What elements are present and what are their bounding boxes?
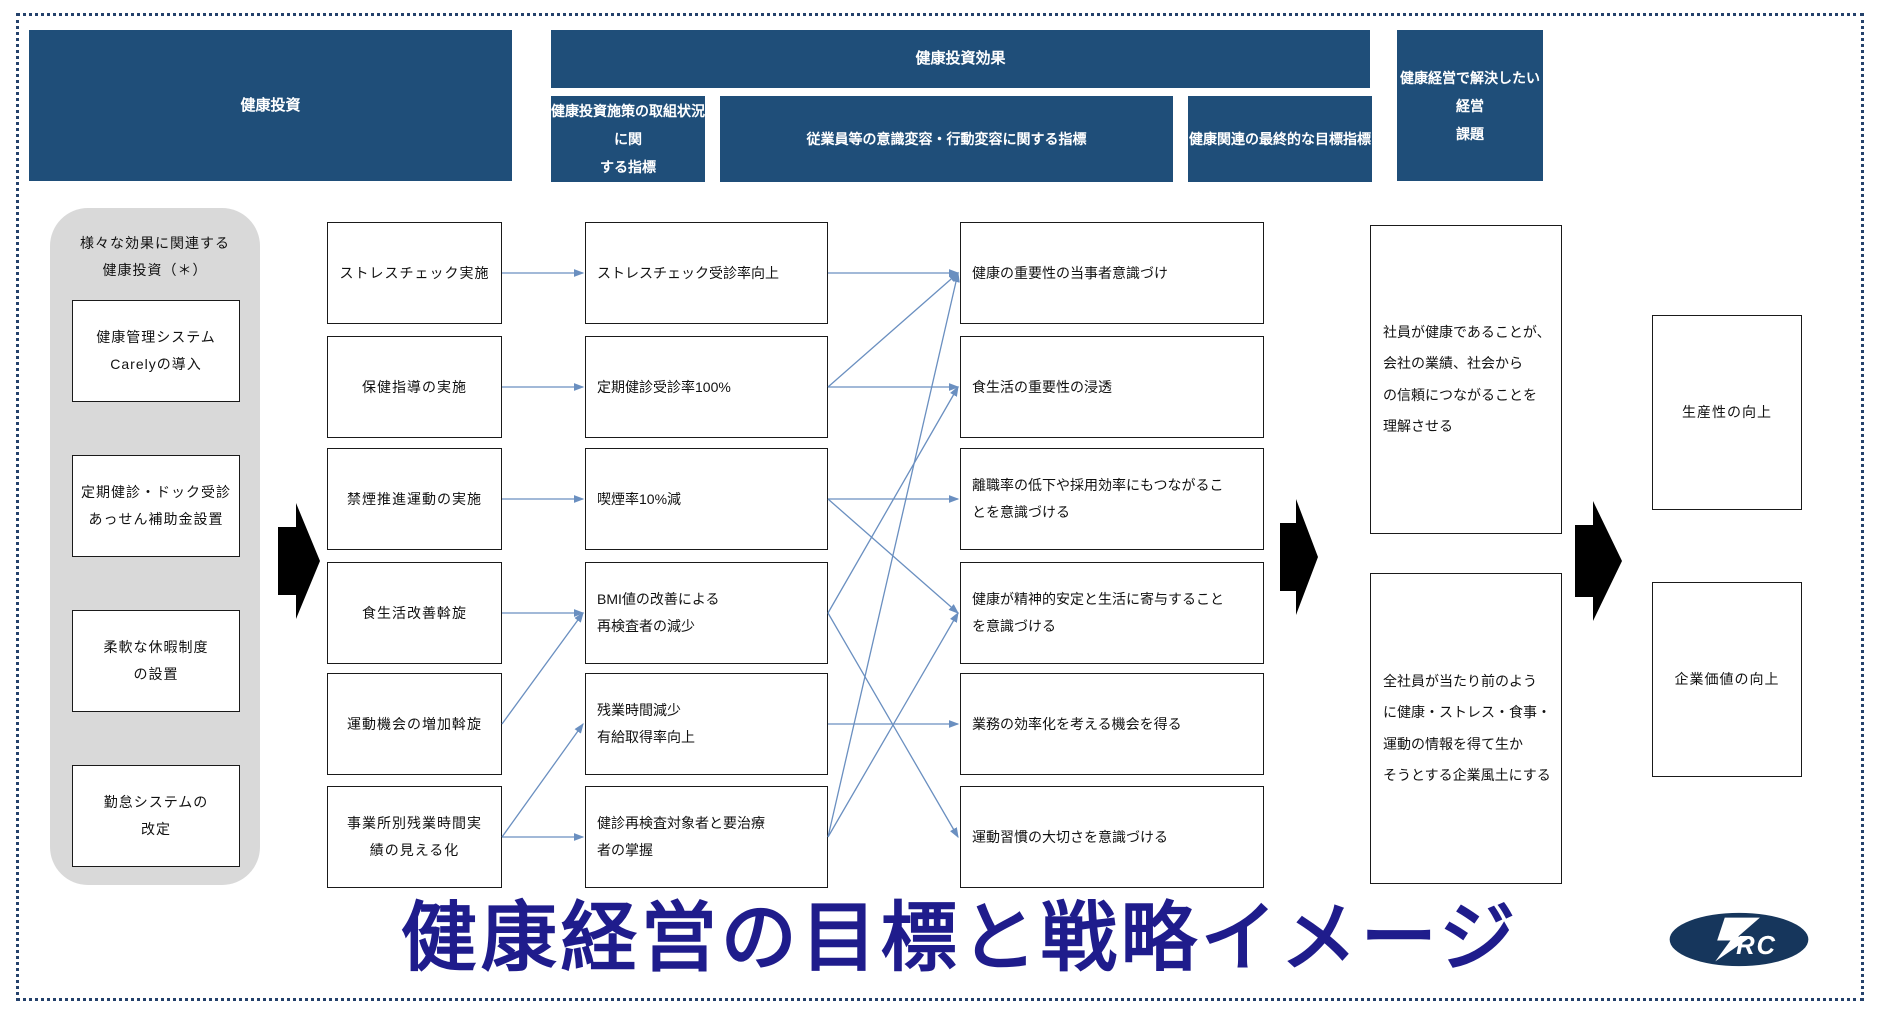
- outcome-box: 企業価値の向上: [1652, 582, 1802, 777]
- connector-arrow: [827, 385, 959, 614]
- awareness-box: 食生活の重要性の浸透: [960, 336, 1264, 438]
- measure-box: 禁煙推進運動の実施: [327, 448, 502, 550]
- connector-arrow: [827, 271, 960, 838]
- measure-box: 事業所別残業時間実 績の見える化: [327, 786, 502, 888]
- awareness-box: 健康が精神的安定と生活に寄与すること を意識づける: [960, 562, 1264, 664]
- investment-item: 健康管理システム Carelyの導入: [72, 300, 240, 402]
- investment-panel-title: 様々な効果に関連する 健康投資（＊）: [80, 235, 230, 278]
- measure-box: 食生活改善斡旋: [327, 562, 502, 664]
- flow-arrow-2: [1280, 499, 1318, 615]
- indicator-box: 残業時間減少 有給取得率向上: [585, 673, 828, 775]
- logo-s-swoosh: [1715, 917, 1760, 962]
- header-sub-final-goal-indicators: 健康関連の最終的な目標指標: [1188, 96, 1372, 182]
- awareness-box: 健康の重要性の当事者意識づけ: [960, 222, 1264, 324]
- header-investment-effect: 健康投資効果: [551, 30, 1370, 88]
- header-sub-status-indicators: 健康投資施策の取組状況に関 する指標: [551, 96, 705, 182]
- awareness-box: 離職率の低下や採用効率にもつながるこ とを意識づける: [960, 448, 1264, 550]
- indicator-box: 喫煙率10%減: [585, 448, 828, 550]
- connector-arrow: [827, 611, 959, 838]
- src-logo: RC: [1669, 912, 1809, 967]
- connector-arrow: [827, 612, 959, 839]
- header-management-issues: 健康経営で解決したい経営 課題: [1397, 30, 1543, 181]
- connector-arrow: [501, 722, 584, 838]
- indicator-box: ストレスチェック受診率向上: [585, 222, 828, 324]
- page-title: 健康経営の目標と戦略イメージ: [400, 893, 1520, 982]
- goal-box: 社員が健康であることが、 会社の業績、社会から の信頼につながることを 理解させ…: [1370, 225, 1562, 534]
- flow-arrow-3: [1575, 501, 1622, 621]
- investment-item: 柔軟な休暇制度 の設置: [72, 610, 240, 712]
- awareness-box: 業務の効率化を考える機会を得る: [960, 673, 1264, 775]
- header-health-investment: 健康投資: [29, 30, 512, 181]
- indicator-box: BMI値の改善による 再検査者の減少: [585, 562, 828, 664]
- indicator-box: 健診再検査対象者と要治療 者の掌握: [585, 786, 828, 888]
- outcome-box: 生産性の向上: [1652, 315, 1802, 510]
- goal-box: 全社員が当たり前のよう に健康・ストレス・食事・ 運動の情報を得て生か そうとす…: [1370, 573, 1562, 884]
- connector-arrow: [501, 611, 584, 725]
- measure-box: ストレスチェック実施: [327, 222, 502, 324]
- flow-arrow-1: [278, 503, 320, 619]
- header-sub-behavior-indicators: 従業員等の意識変容・行動変容に関する指標: [720, 96, 1173, 182]
- connector-arrow: [827, 498, 959, 614]
- investment-item: 勤怠システムの 改定: [72, 765, 240, 867]
- logo-letters: RC: [1736, 932, 1777, 960]
- connector-arrow: [827, 272, 959, 388]
- investment-item: 定期健診・ドック受診 あっせん補助金設置: [72, 455, 240, 557]
- indicator-box: 定期健診受診率100%: [585, 336, 828, 438]
- measure-box: 保健指導の実施: [327, 336, 502, 438]
- measure-box: 運動機会の増加斡旋: [327, 673, 502, 775]
- awareness-box: 運動習慣の大切さを意識づける: [960, 786, 1264, 888]
